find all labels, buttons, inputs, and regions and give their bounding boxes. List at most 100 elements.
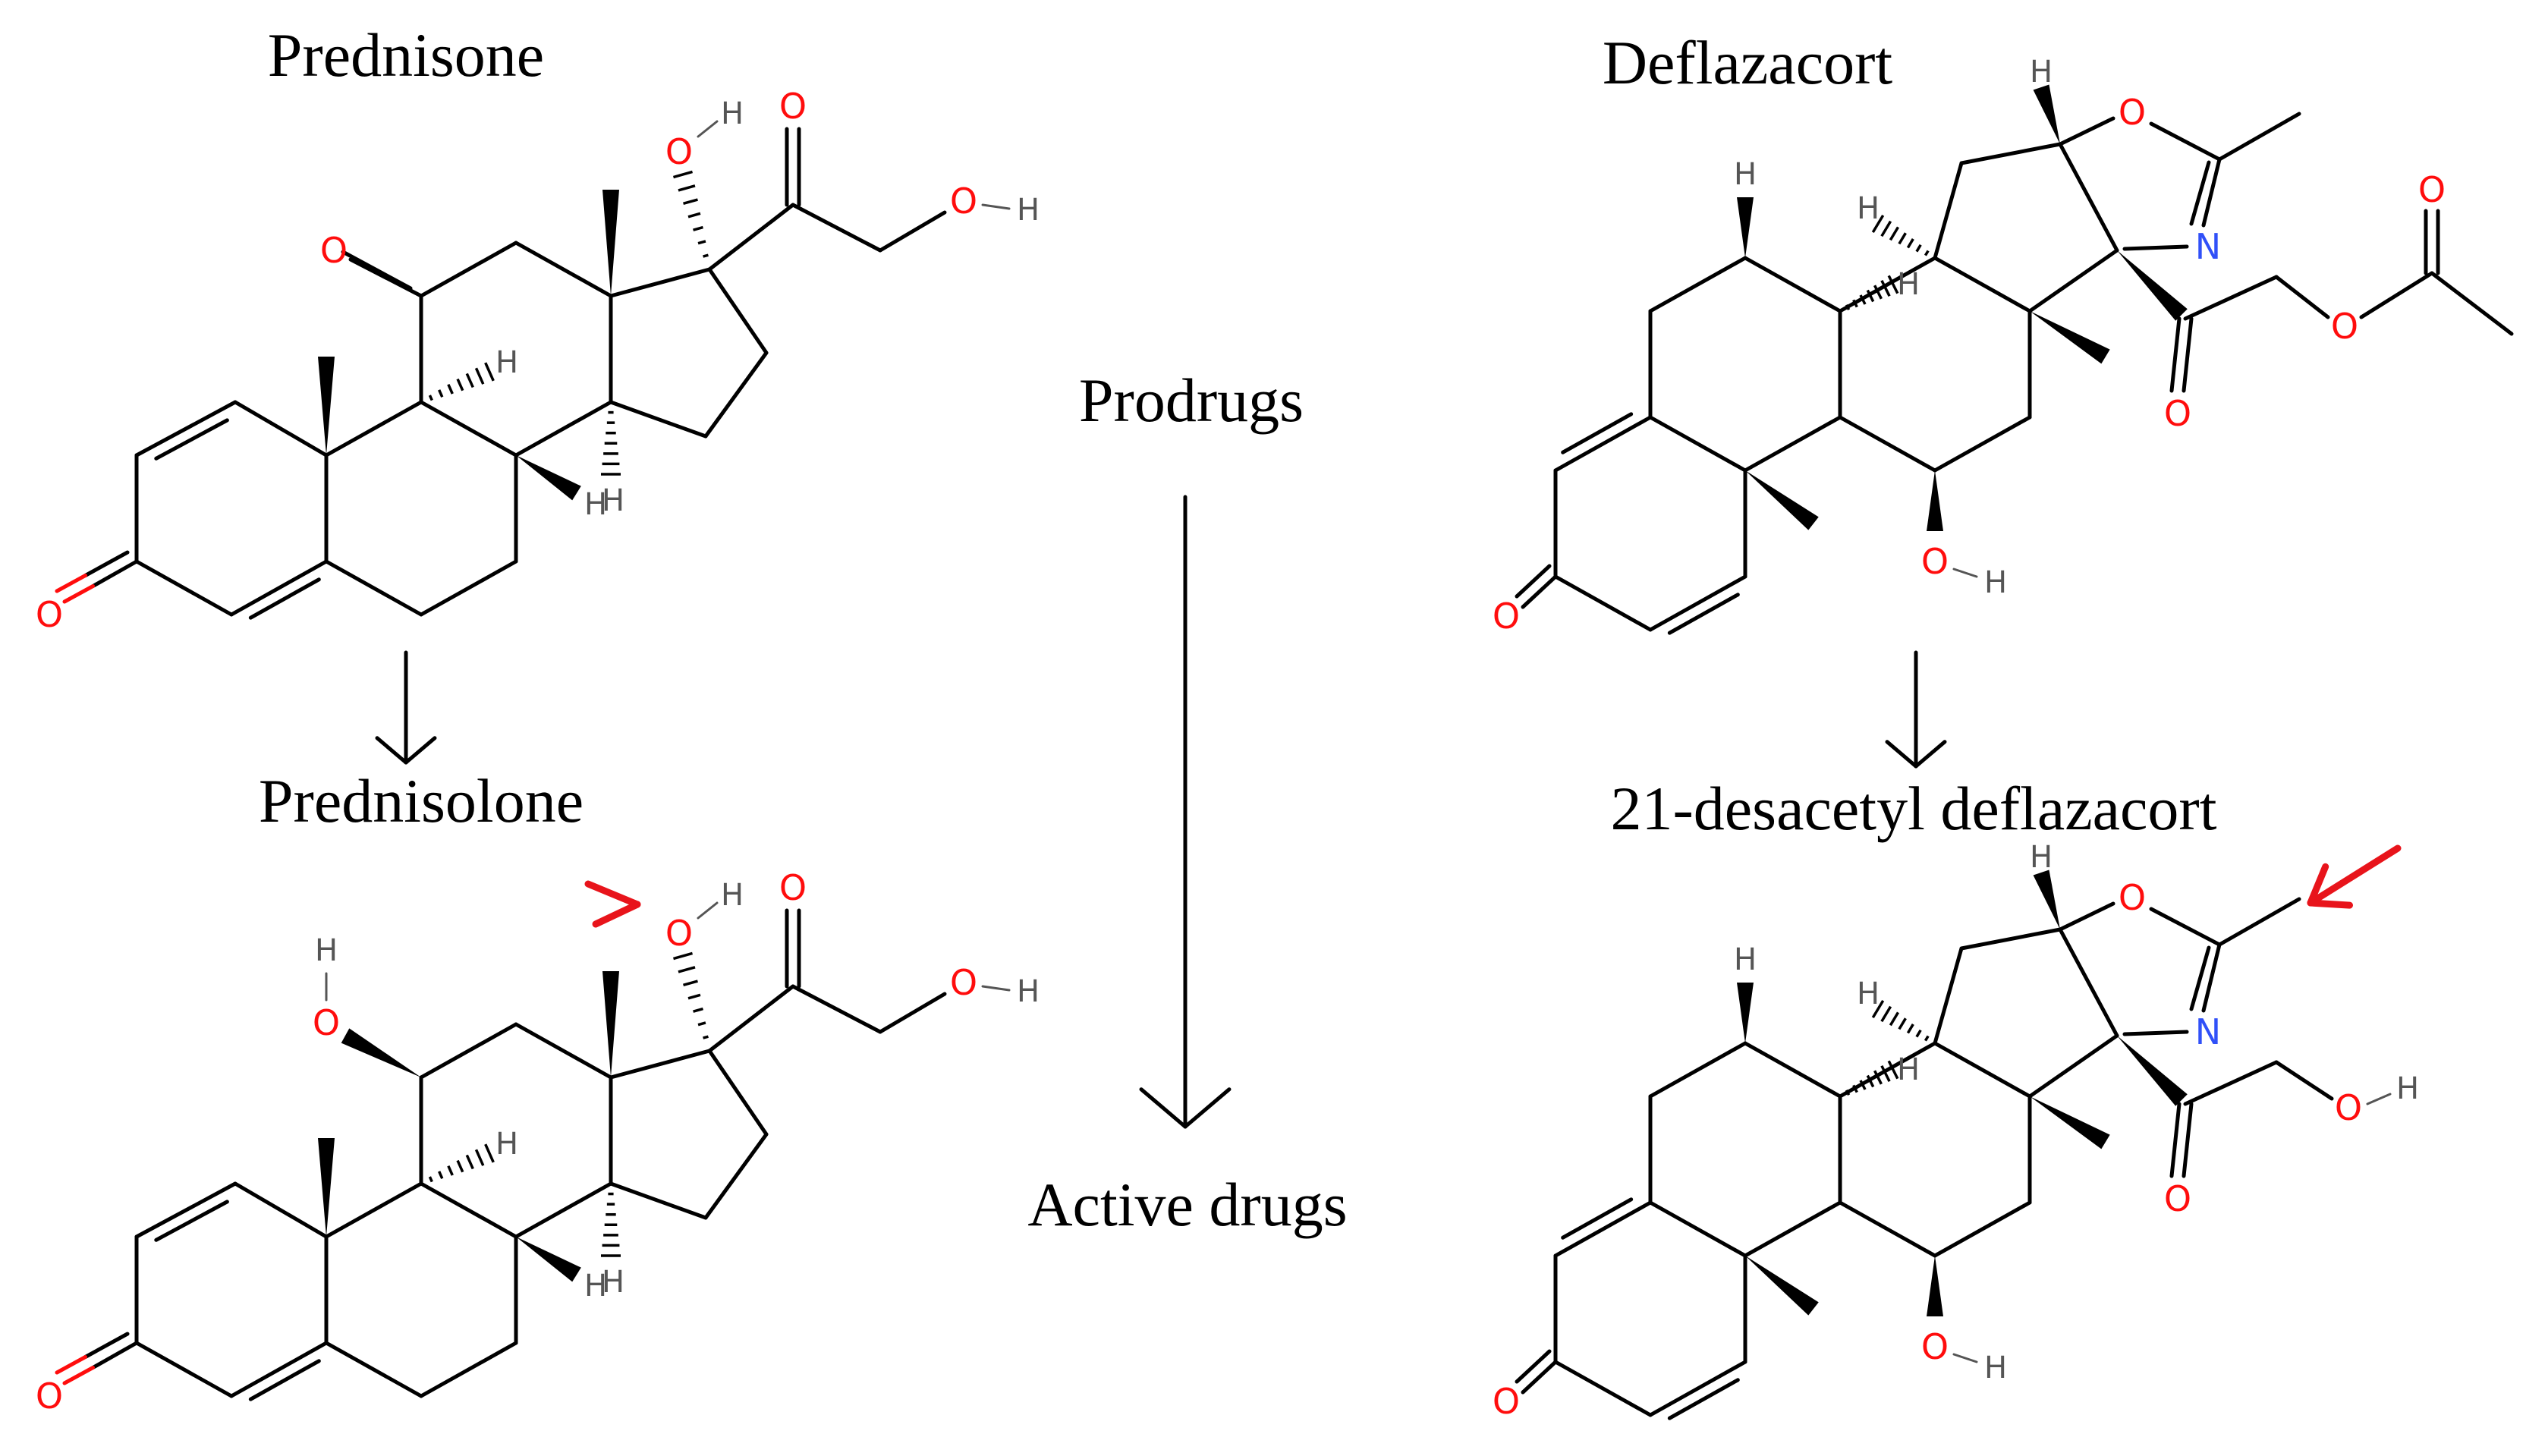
hash-stroke [1915, 1029, 1922, 1038]
atom-h21: H [2396, 1071, 2419, 1106]
bond-line [154, 1200, 229, 1242]
hash-stroke [456, 378, 464, 392]
bond-line [1959, 927, 2062, 951]
bond-line [2058, 116, 2115, 146]
wedge-h8 [1737, 197, 1754, 258]
methyl-wedge-c18 [2030, 1096, 2110, 1149]
arrow-stroke [375, 736, 408, 765]
bond-line [1952, 1353, 1978, 1363]
hash-stroke [1845, 304, 1851, 310]
bond-line [707, 984, 795, 1053]
hash-stroke [1852, 299, 1858, 308]
atom-h11: H [1984, 1351, 2007, 1385]
bond-line [91, 1341, 139, 1370]
methyl-wedge-c18 [2030, 311, 2110, 364]
bond-line [62, 1366, 95, 1385]
hash-stroke [703, 253, 709, 258]
hash-stroke [1889, 1011, 1900, 1027]
hash-stroke [1898, 232, 1907, 245]
bond-line [2201, 942, 2222, 1013]
bond-line [1521, 1360, 1558, 1395]
bond-line [1933, 256, 2032, 313]
bond-line [1952, 568, 1978, 578]
bond-line [1933, 1041, 2032, 1099]
bond-line [248, 577, 321, 620]
bond-line [324, 1181, 423, 1239]
bond-line [1743, 415, 1842, 473]
wedge-c20 [2117, 250, 2188, 321]
methyl-wedge-c19 [318, 357, 335, 455]
methyl-wedge-c18 [602, 971, 619, 1077]
atom-h8: H [1734, 942, 1757, 977]
bond-line [1959, 142, 2062, 165]
wedge-oh11 [1927, 470, 1943, 531]
bond-line [2430, 271, 2514, 336]
bond-line [2027, 248, 2119, 313]
bond-line [2149, 907, 2222, 947]
bond-line [2122, 1030, 2189, 1036]
wedge-h16 [2033, 870, 2060, 929]
atom-o11: O [313, 1002, 340, 1043]
bond-line [2217, 112, 2301, 162]
highlight-arrow-stroke [592, 901, 641, 928]
hash-h14 [601, 1192, 621, 1257]
atom-o3: O [36, 594, 63, 635]
hash-stroke [428, 1176, 433, 1183]
bond-line [2058, 901, 2115, 932]
hash-stroke [447, 1165, 454, 1176]
bond-line [229, 559, 329, 617]
bond-line [419, 241, 518, 298]
bond-line [1648, 256, 1747, 313]
hash-stroke [438, 1171, 444, 1179]
bond-line [1648, 1041, 1747, 1099]
hash-stroke [1887, 1060, 1899, 1080]
hash-stroke [693, 1007, 703, 1013]
methyl-wedge-c19 [1745, 470, 1819, 530]
bond-line [1553, 574, 1653, 632]
hash-stroke [456, 1159, 464, 1173]
atom-n-oxazoline: N [2195, 226, 2221, 267]
wedge-h16 [2033, 84, 2060, 144]
bond-line [703, 351, 769, 439]
bond-line [1667, 1378, 1740, 1420]
atom-o3: O [36, 1376, 63, 1417]
bond-line [134, 1181, 238, 1239]
bond-line [981, 203, 1011, 210]
hash-stroke [678, 966, 696, 973]
hash-stroke [1880, 279, 1891, 297]
arrow-stroke [1183, 1087, 1232, 1129]
bond-line [1521, 574, 1558, 609]
hash-oh17 [673, 170, 709, 258]
bond-line [341, 250, 413, 291]
highlight-arrow-stroke [2307, 844, 2402, 907]
hash-stroke [693, 225, 703, 231]
hash-stroke [484, 1143, 495, 1163]
bond-line [2217, 897, 2301, 947]
hash-stroke [1845, 1090, 1851, 1096]
hash-stroke [673, 170, 693, 179]
hash-stroke [1871, 214, 1885, 234]
bond-line [1648, 574, 1747, 632]
hash-stroke [1906, 1024, 1914, 1034]
hash-stroke [1887, 275, 1899, 294]
atom-o17: O [665, 131, 693, 172]
atom-h11: H [1984, 565, 2007, 600]
bond-line [2189, 160, 2211, 226]
atom-o20: O [779, 867, 807, 908]
bond-line [2122, 244, 2189, 251]
atom-h8: H [1734, 157, 1757, 192]
bond-line [1561, 412, 1634, 454]
bond-line [134, 559, 234, 617]
atom-h14: H [1857, 191, 1880, 226]
bond-line [1553, 415, 1653, 473]
bond-line [248, 1359, 321, 1401]
bond-line [1648, 1200, 1747, 1258]
bond-line [2169, 1102, 2182, 1178]
bond-line [2149, 121, 2222, 162]
bond-line [324, 400, 423, 458]
hash-layer [428, 170, 1930, 1257]
bond-line [91, 559, 139, 588]
bond-line [1933, 1200, 2032, 1258]
label-prednisone: Prednisone [268, 20, 544, 90]
atom-h9: H [1897, 1052, 1920, 1087]
